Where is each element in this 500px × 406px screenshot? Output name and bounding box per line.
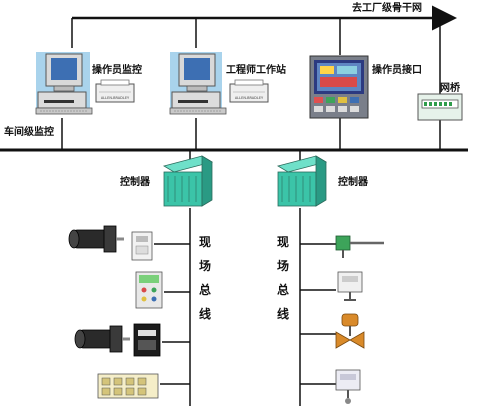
drive-unit-1 bbox=[131, 231, 153, 261]
fieldbus-left-char-1: 现 bbox=[198, 235, 211, 249]
controller-right-device bbox=[276, 155, 328, 207]
fieldbus-right-char-1: 现 bbox=[276, 235, 289, 249]
drive-unit-2 bbox=[133, 323, 161, 357]
operator-station-label: 操作员监控 bbox=[92, 65, 142, 76]
engineer-station-label: 工程师工作站 bbox=[226, 65, 286, 76]
printer-brand-text-1: ALLEN-BRADLEY bbox=[101, 96, 130, 100]
workshop-monitor-label: 车间级监控 bbox=[4, 127, 54, 138]
bridge-label: 网桥 bbox=[440, 83, 460, 94]
terminal-block bbox=[97, 373, 159, 399]
fieldbus-left-char-4: 线 bbox=[198, 307, 211, 321]
control-valve bbox=[335, 313, 365, 349]
fieldbus-left-char-3: 总 bbox=[198, 283, 211, 297]
fieldbus-left-line bbox=[154, 208, 191, 406]
operator-printer: ALLEN-BRADLEY bbox=[95, 79, 135, 103]
fieldbus-right-char-3: 总 bbox=[276, 283, 289, 297]
fieldbus-right-label: 现 场 总 线 bbox=[276, 236, 290, 332]
controller-left-label: 控制器 bbox=[120, 177, 150, 188]
servo-motor-2 bbox=[74, 325, 130, 353]
operator-workstation bbox=[35, 52, 93, 115]
fieldbus-left-char-2: 场 bbox=[198, 259, 211, 273]
printer-brand-text-2: ALLEN-BRADLEY bbox=[235, 96, 264, 100]
fieldbus-left-label: 现 场 总 线 bbox=[198, 236, 212, 332]
pressure-transmitter bbox=[335, 369, 361, 404]
controller-left-device bbox=[162, 155, 214, 207]
transmitter-box bbox=[337, 271, 363, 301]
fieldbus-right-char-2: 场 bbox=[276, 259, 289, 273]
controller-right-label: 控制器 bbox=[338, 177, 368, 188]
workshop-bus bbox=[0, 118, 468, 160]
operator-interface-panel bbox=[309, 55, 369, 119]
engineer-workstation bbox=[169, 52, 227, 115]
fieldbus-right-line bbox=[299, 208, 336, 406]
backbone-label: 去工厂级骨干网 bbox=[352, 3, 422, 14]
backbone-line bbox=[71, 5, 457, 55]
fieldbus-right-char-4: 线 bbox=[276, 307, 289, 321]
operator-interface-label: 操作员接口 bbox=[372, 65, 422, 76]
io-module bbox=[135, 271, 163, 309]
engineer-printer: ALLEN-BRADLEY bbox=[229, 79, 269, 103]
bridge-device bbox=[417, 93, 463, 121]
servo-motor-1 bbox=[68, 225, 124, 253]
temperature-sensor bbox=[335, 235, 384, 258]
